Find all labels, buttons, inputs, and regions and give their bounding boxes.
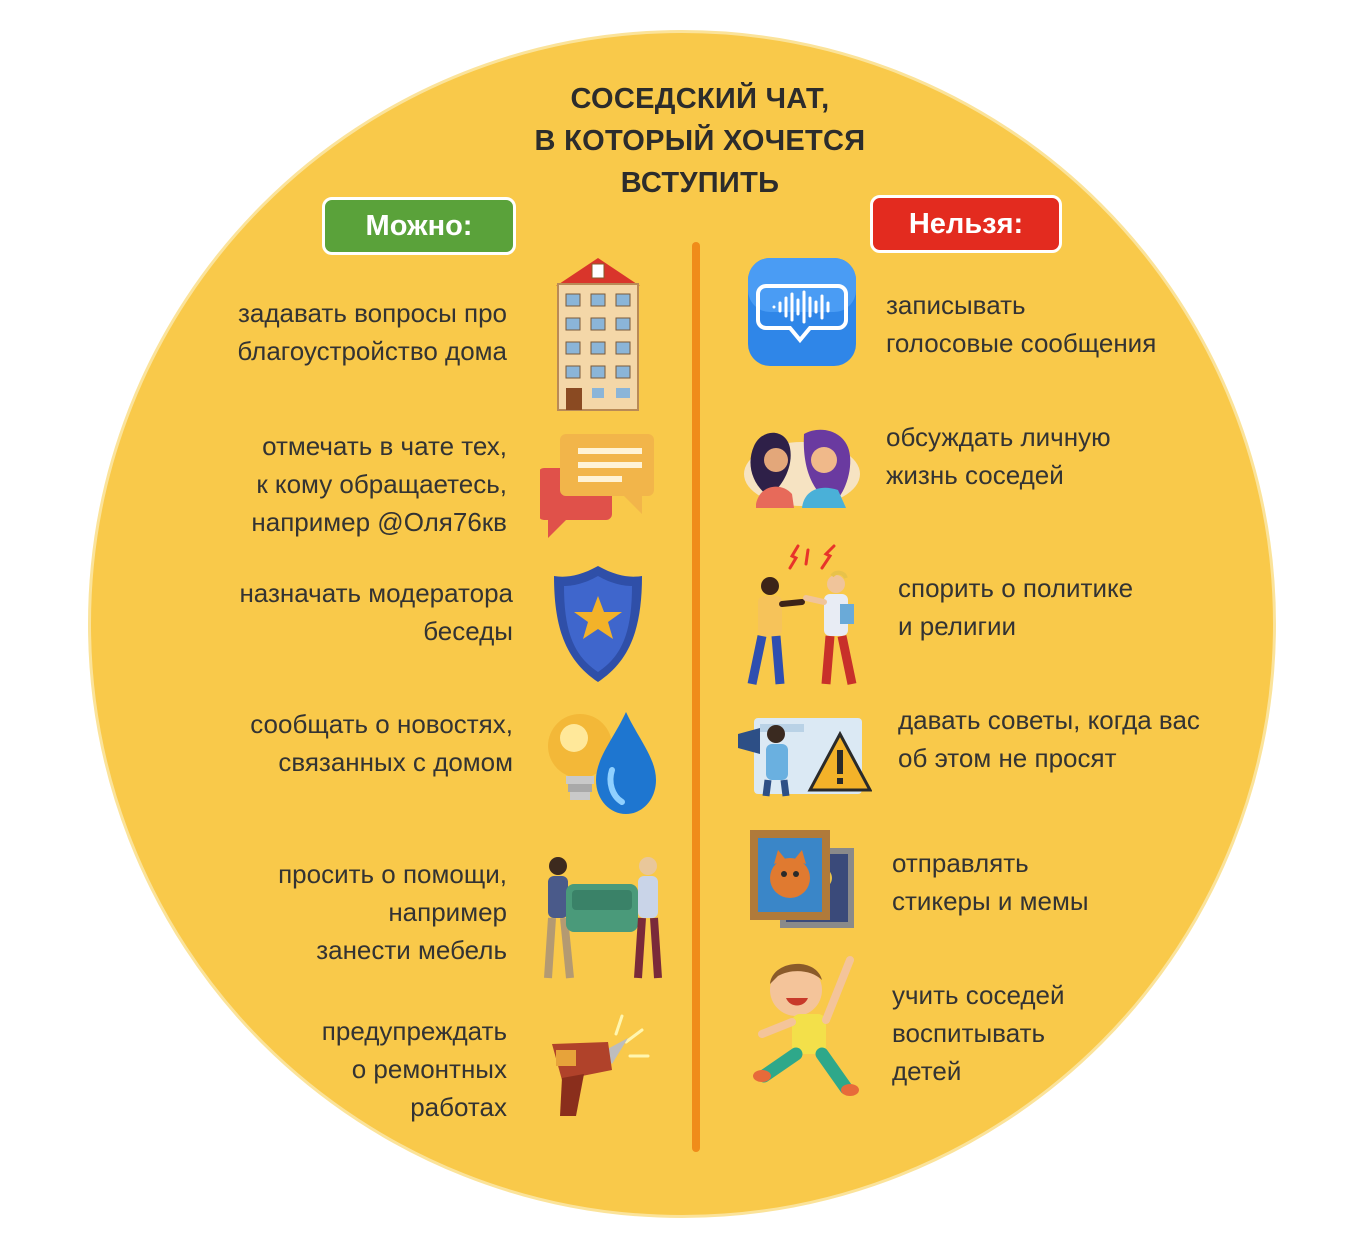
cannot-item-5: отправлять стикеры и мемы [892,844,1089,920]
drill-icon [552,1014,650,1116]
cannot-item-2-line-1: обсуждать личную [886,422,1111,452]
can-item-5-line-3: занести мебель [316,935,507,965]
cannot-item-2-line-2: жизнь соседей [886,460,1064,490]
can-item-4-line-2: связанных с домом [278,747,513,777]
can-item-1-line-1: задавать вопросы про [238,298,507,328]
jumping-child-icon [753,956,859,1096]
can-item-2-line-1: отмечать в чате тех, [262,431,507,461]
can-item-1-line-2: благоустройство дома [237,336,507,366]
cannot-item-4-line-2: об этом не просят [898,743,1117,773]
cannot-item-5-line-1: отправлять [892,848,1029,878]
cannot-item-6-line-3: детей [892,1056,962,1086]
cannot-item-3-line-2: и религии [898,611,1017,641]
cannot-item-2: обсуждать личную жизнь соседей [886,418,1111,494]
can-item-3-line-2: беседы [423,616,513,646]
megaphone-warning-icon [738,718,872,797]
can-item-6-line-2: о ремонтных [351,1054,507,1084]
can-item-5: просить о помощи, например занести мебел… [278,855,507,969]
can-item-5-line-2: например [388,897,507,927]
can-item-6-line-1: предупреждать [321,1016,507,1046]
cannot-item-4-line-1: давать советы, когда вас [898,705,1200,735]
can-item-2: отмечать в чате тех, к кому обращаетесь,… [251,427,507,541]
cannot-item-6-line-2: воспитывать [892,1018,1046,1048]
can-item-6-line-3: работах [410,1092,507,1122]
cannot-badge: Нельзя: [870,195,1062,253]
can-item-2-line-2: к кому обращаетесь, [256,469,507,499]
people-arguing-icon [747,544,857,685]
title-line-2: В КОТОРЫЙ ХОЧЕТСЯ [534,125,866,157]
cannot-item-6-line-1: учить соседей [892,980,1065,1010]
shield-star-icon [554,566,642,682]
can-badge: Можно: [322,197,516,255]
can-item-5-line-1: просить о помощи, [278,859,507,889]
yellow-circle-background [88,30,1276,1218]
page-title: СОСЕДСКИЙ ЧАТ, В КОТОРЫЙ ХОЧЕТСЯ ВСТУПИТ… [450,78,950,204]
cannot-item-3: спорить о политике и религии [898,569,1133,645]
apartment-building-icon [556,258,640,411]
can-item-4: сообщать о новостях, связанных с домом [250,705,513,781]
voice-message-icon [748,258,856,366]
cannot-item-3-line-1: спорить о политике [898,573,1134,603]
can-item-1: задавать вопросы про благоустройство дом… [237,294,507,370]
can-item-2-line-3: например @Оля76кв [251,507,507,537]
cannot-item-6: учить соседей воспитывать детей [892,976,1065,1090]
can-item-6: предупреждать о ремонтных работах [322,1012,507,1126]
can-item-3-line-1: назначать модератора [239,578,513,608]
chat-bubbles-icon [540,434,654,538]
cannot-item-1-line-2: голосовые сообщения [886,328,1157,358]
people-carrying-sofa-icon [544,857,662,979]
cannot-item-4: давать советы, когда вас об этом не прос… [898,701,1200,777]
center-divider [692,242,700,1152]
title-line-1: СОСЕДСКИЙ ЧАТ, [570,83,830,115]
can-item-4-line-1: сообщать о новостях, [250,709,513,739]
can-item-3: назначать модератора беседы [239,574,513,650]
lightbulb-water-drop-icon [548,712,656,814]
cannot-item-1-line-1: записывать [886,290,1026,320]
gossiping-women-icon [744,429,860,508]
title-line-3: ВСТУПИТЬ [620,167,780,199]
picture-frames-icon [750,830,854,928]
cannot-item-5-line-2: стикеры и мемы [892,886,1089,916]
cannot-item-1: записывать голосовые сообщения [886,286,1156,362]
